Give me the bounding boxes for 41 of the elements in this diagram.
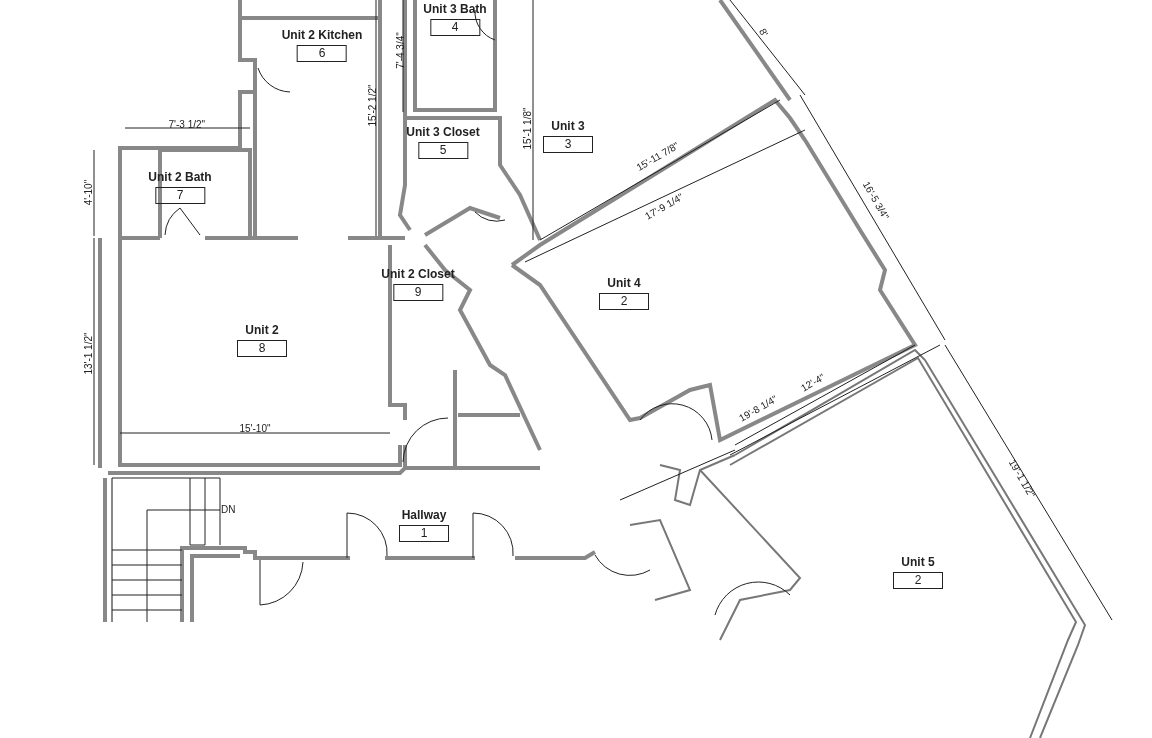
room-name: Unit 3 Bath xyxy=(423,2,487,17)
room-name: Unit 3 Closet xyxy=(406,125,480,140)
stair-direction-note: DN xyxy=(221,503,236,515)
dimension-text: 7'-3 1/2" xyxy=(168,118,206,130)
dimension-text: 7'-4 3/4" xyxy=(394,31,406,69)
room-number: 5 xyxy=(418,142,468,159)
room-label xyxy=(599,276,649,310)
room-name: Unit 2 Closet xyxy=(381,267,455,282)
room-number: 8 xyxy=(237,340,287,357)
room-number: 2 xyxy=(599,293,649,310)
room-label xyxy=(148,170,212,204)
room-number: 6 xyxy=(297,45,347,62)
room-label xyxy=(399,508,449,542)
dimension-text: 8' xyxy=(756,26,770,38)
room-label xyxy=(237,323,287,357)
room-number: 9 xyxy=(393,284,443,301)
room-number: 2 xyxy=(893,572,943,589)
dimension-text: 4'-10" xyxy=(82,179,94,205)
room-number: 4 xyxy=(430,19,480,36)
room-label xyxy=(281,28,363,62)
room-number: 1 xyxy=(399,525,449,542)
dimension-text: 15'-2 1/2" xyxy=(366,83,378,127)
room-label xyxy=(423,2,487,36)
room-name: Unit 5 xyxy=(901,555,935,570)
room-label xyxy=(893,555,943,589)
room-label xyxy=(406,125,480,159)
room-name: Unit 3 xyxy=(551,119,585,134)
dimension-text: 15'-1 1/8" xyxy=(521,106,533,150)
room-name: Unit 2 Kitchen xyxy=(281,28,363,43)
room-label xyxy=(543,119,593,153)
dimension-text: 17'-9 1/4" xyxy=(643,190,686,222)
dimension-text: 15'-10" xyxy=(239,422,271,434)
room-name: Hallway xyxy=(401,508,447,523)
room-number: 3 xyxy=(543,136,593,153)
room-name: Unit 2 Bath xyxy=(148,170,212,185)
room-name: Unit 2 xyxy=(245,323,279,338)
room-name: Unit 4 xyxy=(607,276,641,291)
room-number: 7 xyxy=(155,187,205,204)
dimension-text: 19'-8 1/4" xyxy=(737,392,780,424)
room-label xyxy=(381,267,455,301)
dimension-text: 13'-1 1/2" xyxy=(82,331,94,375)
